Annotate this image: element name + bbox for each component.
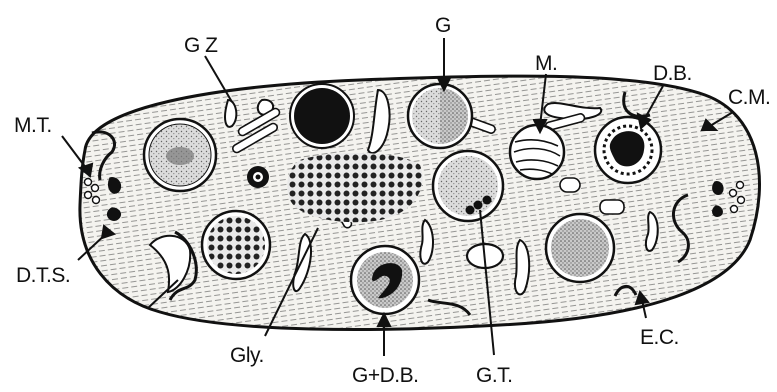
- label-mt: M.T.: [14, 114, 52, 137]
- label-gz: G Z: [184, 34, 218, 57]
- dense-body: [595, 117, 661, 183]
- label-gt: G.T.: [476, 364, 513, 387]
- label-g: G: [435, 14, 451, 37]
- label-gdb: G+D.B.: [352, 364, 418, 387]
- small-vesicle: [247, 166, 269, 188]
- label-ec: E.C.: [640, 326, 679, 349]
- label-db: D.B.: [653, 62, 692, 85]
- label-cm: C.M.: [728, 86, 770, 109]
- granule-with-dense-body: [351, 246, 419, 314]
- label-dts: D.T.S.: [16, 264, 70, 287]
- granule-left: [144, 119, 216, 191]
- granule-g: [408, 84, 472, 148]
- granule-dotted: [202, 211, 270, 279]
- label-gly: Gly.: [230, 344, 264, 367]
- granule-right: [546, 214, 614, 282]
- dense-granule-dark: [290, 84, 354, 148]
- granule-with-tubules: [433, 151, 503, 221]
- mitochondrion: [510, 125, 564, 179]
- label-m: M.: [535, 52, 557, 75]
